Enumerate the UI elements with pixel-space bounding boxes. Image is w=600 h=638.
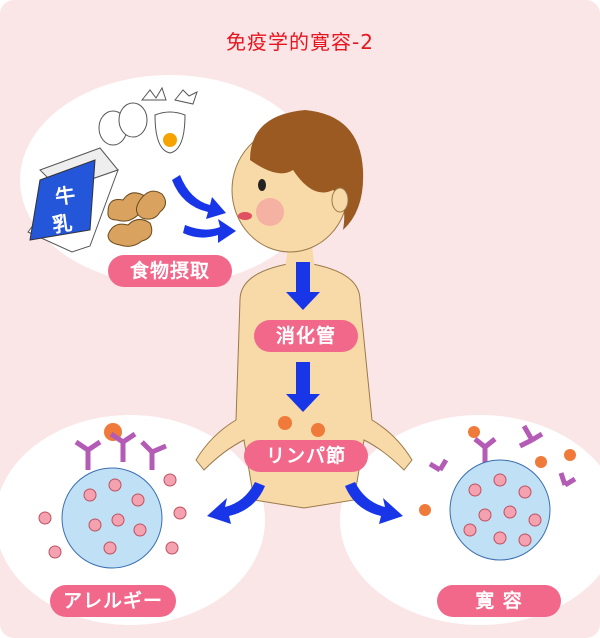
tolerance-cell bbox=[428, 424, 577, 561]
lymph-node-label: リンパ節 bbox=[244, 440, 368, 472]
digestive-tract-label: 消化管 bbox=[254, 320, 358, 352]
food-intake-label: 食物摂取 bbox=[108, 255, 232, 287]
milk-carton-icon bbox=[27, 147, 119, 253]
digestion-arrows bbox=[207, 262, 403, 524]
peanuts-icon bbox=[107, 190, 166, 247]
allergy-label: アレルギー bbox=[50, 585, 176, 617]
eggs-icon bbox=[98, 86, 198, 154]
milk-label-2: 乳 bbox=[50, 210, 74, 238]
allergy-cell bbox=[38, 431, 187, 569]
tolerance-label: 寛 容 bbox=[437, 585, 561, 617]
milk-label-1: 牛 bbox=[53, 182, 77, 210]
antigen-particles bbox=[104, 416, 576, 516]
diagram-title: 免疫学的寛容-2 bbox=[226, 30, 374, 54]
intake-arrows bbox=[172, 175, 236, 243]
